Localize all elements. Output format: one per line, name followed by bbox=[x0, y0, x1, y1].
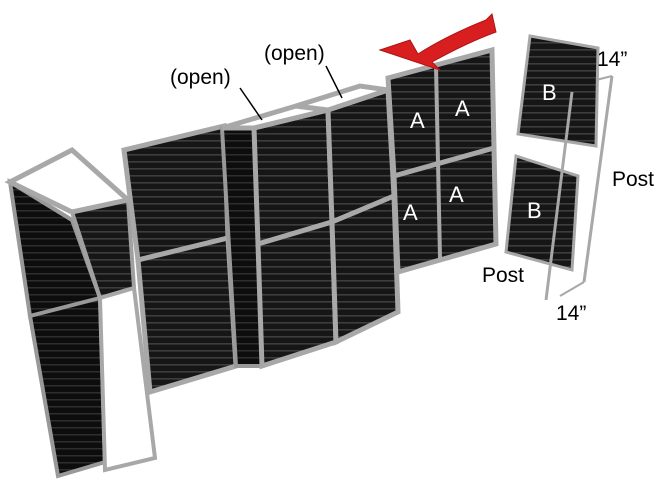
post-top-link bbox=[595, 75, 613, 81]
dimension-14-bottom: 14” bbox=[556, 302, 586, 325]
panel-a-label-2: A bbox=[455, 96, 470, 121]
open-left-label: (open) bbox=[170, 66, 231, 89]
panel-b-lower bbox=[504, 154, 580, 272]
post-bottom-link bbox=[559, 281, 585, 297]
dimension-14-top: 14” bbox=[597, 48, 627, 71]
right-section-lower-panel bbox=[391, 144, 499, 276]
main-display-wall bbox=[4, 46, 499, 479]
center-tower-front-left-lower bbox=[255, 218, 339, 370]
left-tower-open-bay bbox=[97, 285, 158, 473]
red-arrow-left-icon bbox=[378, 13, 497, 71]
open-left-callout-line bbox=[239, 87, 263, 121]
post-front-line bbox=[544, 91, 574, 301]
right-section-divider bbox=[434, 65, 442, 259]
panel-a-label-3: A bbox=[403, 200, 418, 225]
center-tower-front-right-lower bbox=[329, 192, 401, 346]
post-label-right: Post bbox=[612, 168, 654, 191]
post-label-bottom: Post bbox=[482, 264, 524, 287]
open-right-callout-line bbox=[325, 65, 343, 99]
section-2-lower-panel bbox=[135, 234, 239, 396]
panel-a-label-1: A bbox=[410, 108, 425, 133]
open-right-label: (open) bbox=[264, 42, 325, 65]
panel-b-label-upper: B bbox=[542, 80, 557, 105]
panel-b-upper bbox=[516, 34, 600, 148]
detached-b-panels bbox=[504, 34, 600, 272]
panel-a-label-4: A bbox=[449, 182, 464, 207]
post-right-line bbox=[582, 75, 614, 283]
left-tower-side-lower bbox=[27, 295, 108, 479]
panel-b-label-lower: B bbox=[527, 198, 542, 223]
